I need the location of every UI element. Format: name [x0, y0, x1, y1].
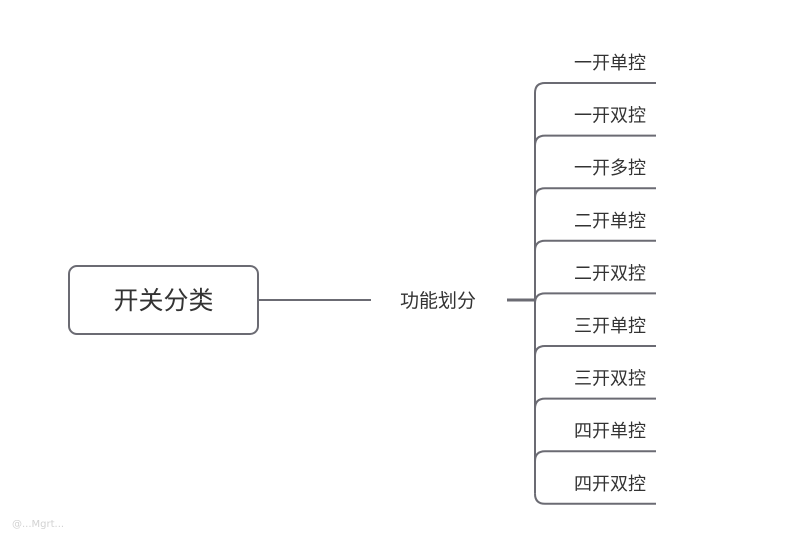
branch-node-label: 功能划分: [400, 290, 476, 312]
root-node: 开关分类: [68, 265, 259, 335]
leaf-label: 二开双控: [574, 263, 646, 284]
leaf-label: 三开双控: [574, 369, 646, 390]
leaf-label: 一开双控: [574, 106, 646, 127]
leaf-connector: [534, 187, 656, 199]
leaf-label: 三开单控: [574, 316, 646, 337]
leaf-connector: [534, 134, 656, 146]
leaf-connector: [534, 450, 656, 462]
leaf-connector: [534, 239, 656, 251]
leaf-connector: [534, 345, 656, 357]
leaf-label: 一开多控: [574, 158, 646, 179]
leaf-connector: [534, 493, 656, 505]
leaf-connector: [534, 397, 656, 409]
root-node-label: 开关分类: [113, 286, 213, 315]
leaf-label: 四开双控: [574, 474, 646, 495]
leaf-label: 四开单控: [574, 421, 646, 442]
leaf-connector: [534, 292, 656, 304]
leaf-label: 二开单控: [574, 211, 646, 232]
leaf-connector: [534, 82, 656, 94]
watermark: @...Mgrt...: [12, 519, 65, 530]
leaf-label: 一开单控: [574, 53, 646, 74]
